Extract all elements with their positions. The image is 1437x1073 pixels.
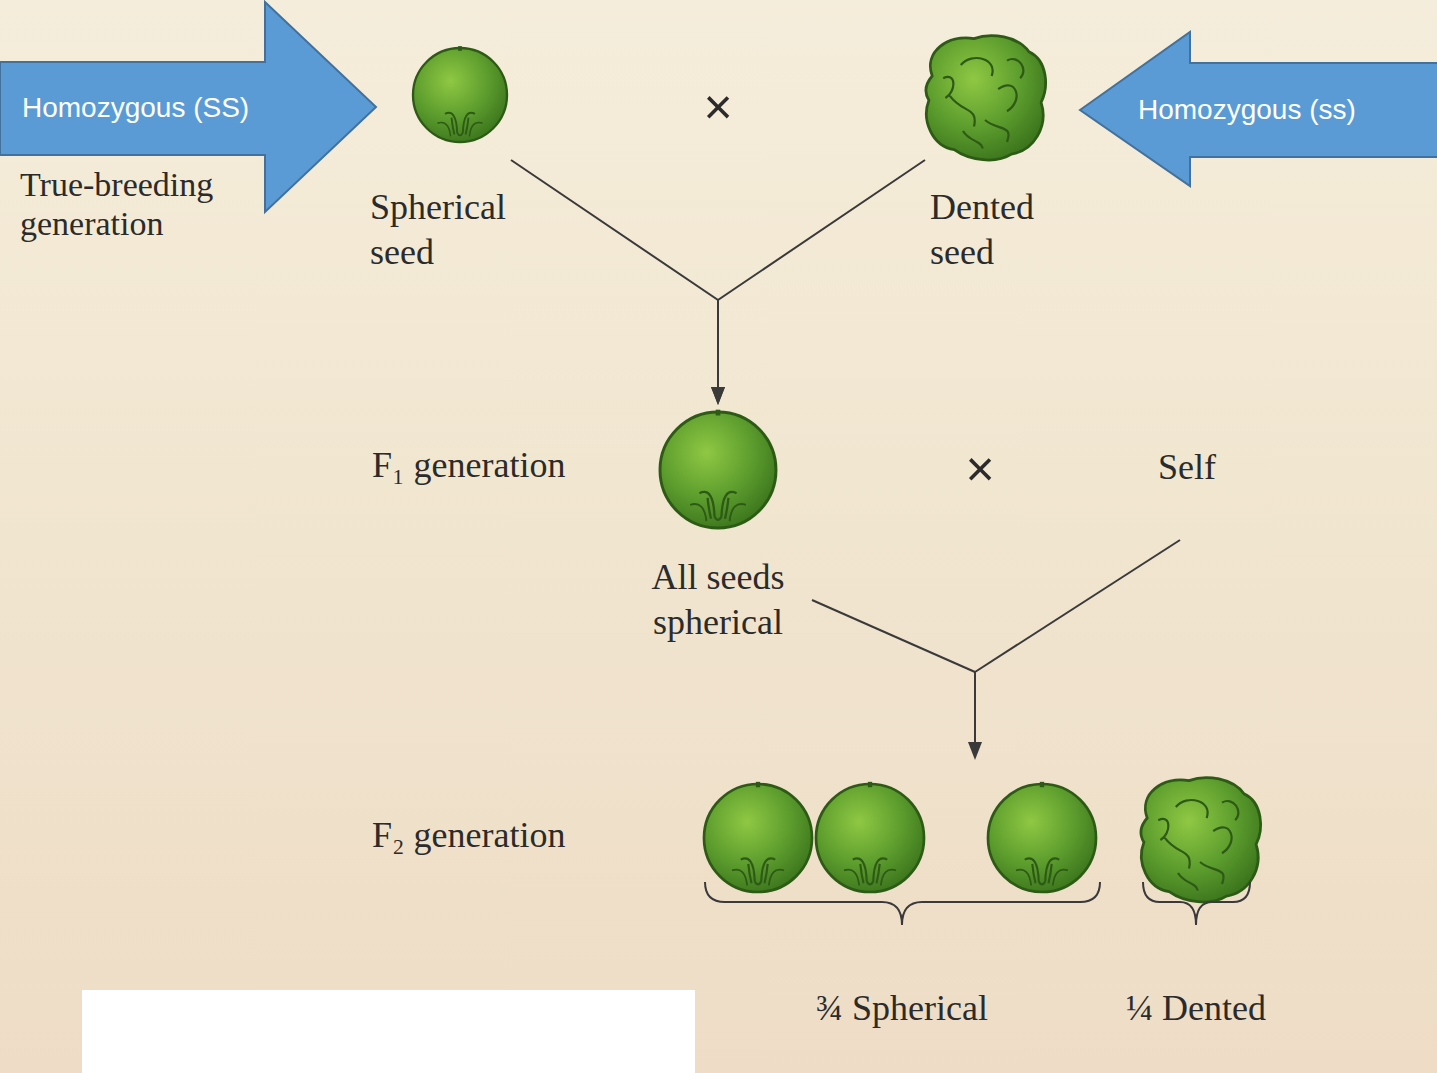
seed-caption: Spherical seed — [370, 185, 511, 275]
connector — [711, 160, 925, 405]
brace — [705, 882, 1250, 925]
seed-figure — [925, 38, 1046, 159]
cross-line — [975, 540, 1180, 672]
arrow-head — [968, 742, 982, 760]
connector-line — [718, 160, 925, 389]
generation-label: F₁ generation — [372, 445, 566, 486]
seed-shape — [413, 46, 507, 142]
seed-caption: All seeds spherical — [630, 555, 806, 645]
seed-figure — [816, 782, 924, 892]
seed-figure — [988, 782, 1096, 892]
arrow-head — [711, 387, 725, 405]
seed-node: Spherical seed — [365, 40, 511, 279]
seed-shape — [926, 36, 1046, 160]
arrow-outline — [1080, 32, 1437, 186]
connector-line — [511, 160, 718, 389]
cross-line — [974, 672, 976, 744]
cross-symbol: × — [965, 441, 994, 499]
brace — [705, 882, 1100, 925]
callout-arrow: Homozygous (ss) — [1078, 30, 1437, 188]
blank-panel — [82, 990, 695, 1073]
brace — [1143, 882, 1250, 925]
arrow-head — [711, 387, 725, 405]
self-label: Self — [1158, 447, 1216, 488]
generation-label: True-breeding generation — [20, 165, 252, 243]
seed-shape — [660, 410, 776, 528]
seed-figure — [365, 40, 513, 148]
callout-text: Homozygous (SS) — [22, 91, 249, 125]
seed-node: Dented seed — [925, 38, 1044, 279]
generation-label: F₂ generation — [372, 815, 566, 856]
cross-line — [812, 600, 975, 672]
cross-lines — [812, 540, 1180, 744]
cross-symbol: × — [703, 79, 732, 137]
connector — [511, 160, 725, 405]
seed-caption: Dented seed — [930, 185, 1044, 275]
seed-node: All seeds spherical — [630, 405, 806, 649]
seed-figure — [630, 405, 782, 534]
fraction-label: ¾ Spherical — [816, 988, 988, 1029]
seed-figure — [1141, 778, 1261, 902]
callout-text: Homozygous (ss) — [1138, 93, 1356, 127]
fraction-label: ¼ Dented — [1126, 988, 1266, 1029]
seed-figure — [704, 782, 812, 892]
